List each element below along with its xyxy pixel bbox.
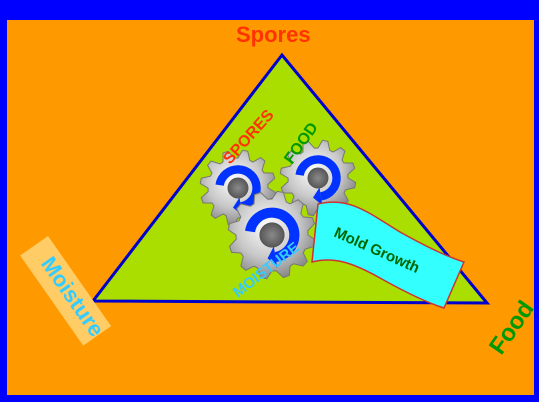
vertex-label-spores: Spores: [236, 22, 311, 48]
gear-hub-spores: [228, 178, 249, 199]
gear-hub-moisture: [259, 222, 284, 247]
gear-hub-food: [308, 168, 329, 189]
